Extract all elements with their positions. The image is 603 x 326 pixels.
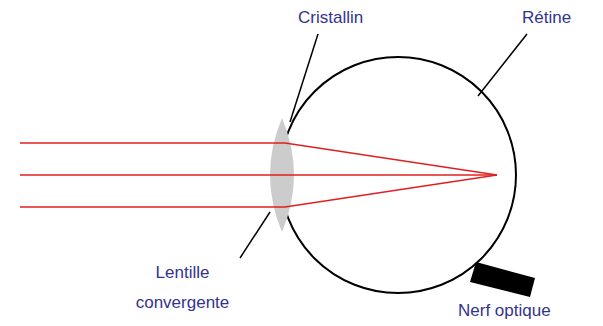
- light-rays: [20, 143, 497, 207]
- part-label: Cristallin: [298, 8, 363, 28]
- optic-nerve: [470, 262, 535, 297]
- leader-lines: [240, 34, 527, 258]
- part-label: Nerf optique: [458, 301, 551, 321]
- part-label: Lentille convergente: [120, 258, 245, 318]
- part-label: Rétine: [522, 8, 571, 28]
